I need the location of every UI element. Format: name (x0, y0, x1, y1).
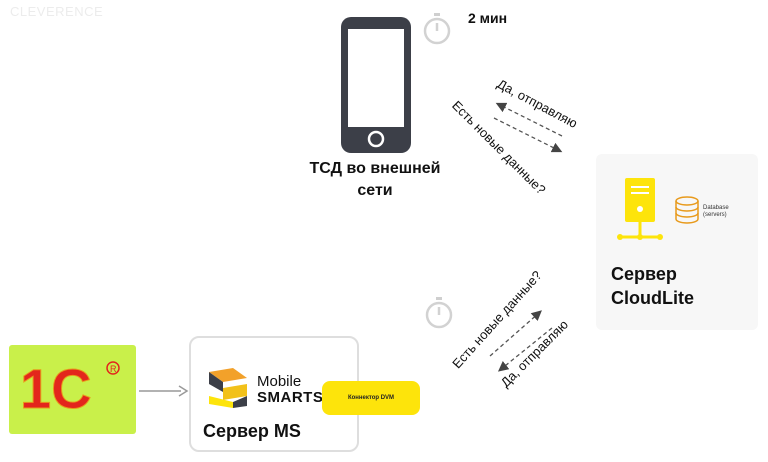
timer-label: 2 мин (468, 10, 508, 26)
mobile-smarts-brand-line2: SMARTS (257, 389, 324, 406)
server-icon (617, 178, 663, 240)
svg-text:R: R (110, 364, 117, 374)
tsd-caption-line1: ТСД во внешней (309, 160, 441, 177)
connector-dvm: Коннектор DVM (322, 381, 420, 415)
mobile-smarts-brand-line1: Mobile (257, 373, 302, 390)
phone-icon (341, 17, 411, 153)
tsd-caption: ТСД во внешней сети (300, 158, 450, 202)
ms-server-caption: Сервер MS (203, 421, 301, 441)
watermark: CLEVERENCE (10, 4, 104, 19)
onec-logo-text: 1С (20, 358, 92, 420)
cloud-caption-line1: Сервер (611, 264, 677, 284)
onec-logo: 1С R (20, 358, 120, 421)
database-label-line2: (servers) (703, 212, 727, 218)
database-label: Database (servers) (703, 205, 729, 219)
database-icon (675, 196, 699, 224)
mobile-smarts-logo-icon (209, 368, 247, 408)
cloud-caption-line2: CloudLite (611, 288, 694, 308)
top-exchange-arrows (493, 102, 563, 153)
database-label-line1: Database (703, 205, 729, 211)
connector-dvm-label: Коннектор DVM (347, 395, 395, 401)
onec-to-ms-arrow (139, 385, 189, 397)
stopwatch-icon-bottom (425, 297, 453, 329)
cloud-server-caption: Сервер CloudLite (611, 262, 694, 310)
tsd-caption-line2: сети (357, 182, 393, 199)
stopwatch-icon (423, 13, 451, 45)
cloud-server-panel (596, 154, 758, 330)
onec-logo-panel (9, 345, 136, 434)
